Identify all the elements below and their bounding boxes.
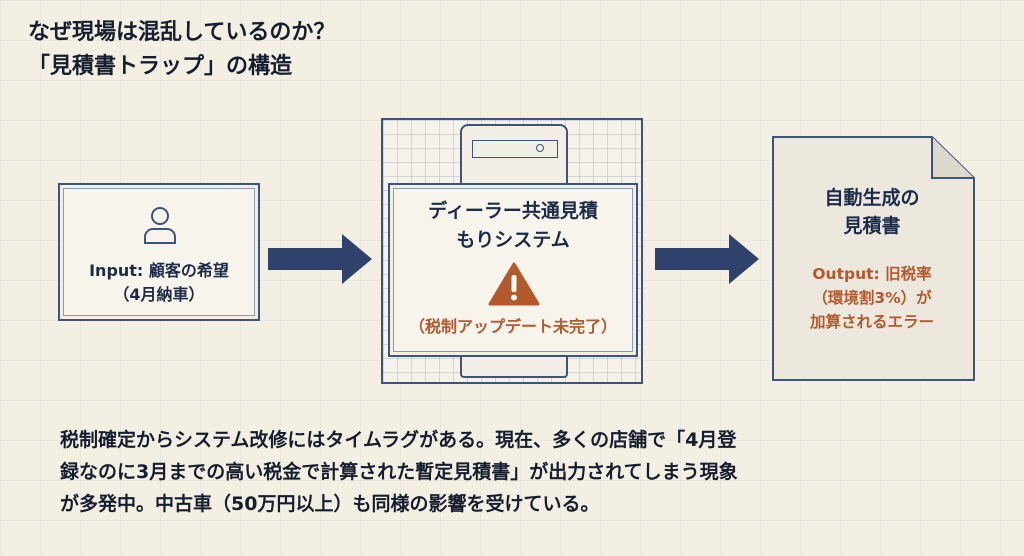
system-title-line-2: もりシステム (456, 229, 570, 251)
title-line-2: 「見積書トラップ」の構造 (28, 54, 293, 79)
title-line-1: なぜ現場は混乱しているのか？ (28, 20, 336, 45)
system-status: （税制アップデート未完了） (408, 317, 617, 336)
output-line-3: 加算されるエラー (809, 313, 934, 331)
footer-line-3: が多発中。中古車（50万円以上）も同様の影響を受けている。 (60, 493, 600, 515)
output-line-1: Output: 旧税率 (812, 265, 932, 283)
page-title: なぜ現場は混乱しているのか？ 「見積書トラップ」の構造 (28, 16, 335, 84)
output-line-2: （環境割3%）が (812, 289, 932, 307)
arrow-right-icon (268, 234, 372, 284)
warning-icon (488, 262, 540, 306)
system-title-line-1: ディーラー共通見積 (428, 200, 598, 222)
system-box: ディーラー共通見積 もりシステム （税制アップデート未完了） (388, 183, 638, 357)
user-icon (144, 207, 176, 244)
input-box: Input: 顧客の希望 （4月納車） (58, 183, 260, 321)
output-document: 自動生成の 見積書 Output: 旧税率 （環境割3%）が 加算されるエラー (772, 184, 972, 334)
arrow-right-icon (655, 234, 759, 284)
input-detail: （4月納車） (113, 285, 205, 304)
output-title-line-2: 見積書 (843, 215, 901, 237)
footer-line-1: 税制確定からシステム改修にはタイムラグがある。現在、多くの店舗で「4月登 (60, 429, 737, 451)
footer-description: 税制確定からシステム改修にはタイムラグがある。現在、多くの店舗で「4月登 録なの… (60, 424, 1000, 520)
input-label: Input: 顧客の希望 (89, 261, 229, 280)
document-icon (772, 136, 975, 381)
output-title-line-1: 自動生成の (824, 187, 920, 209)
footer-line-2: 録なのに3月までの高い税金で計算された暫定見積書」が出力されてしまう現象 (60, 461, 738, 483)
